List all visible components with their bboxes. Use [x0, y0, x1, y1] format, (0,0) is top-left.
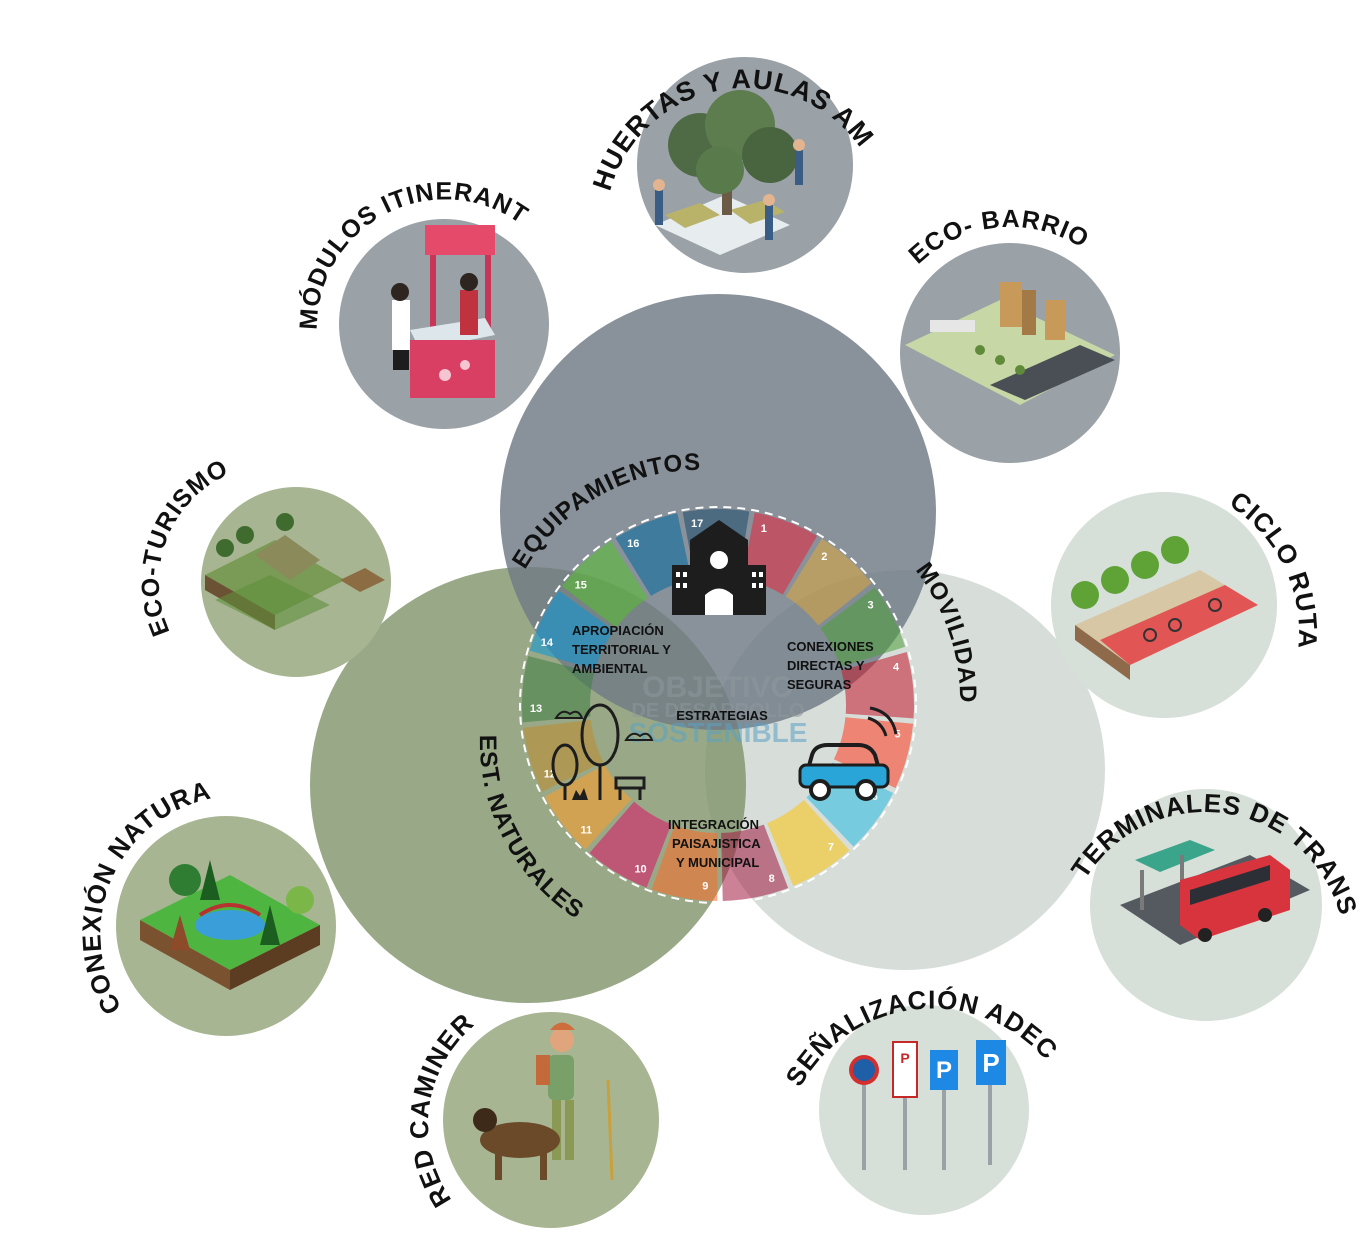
sdg-number-17: 17	[691, 518, 703, 530]
sdg-number-13: 13	[530, 703, 542, 715]
satellite-redcaminera	[443, 1012, 659, 1228]
satellite-modulos	[339, 219, 549, 429]
sdg-number-7: 7	[828, 842, 834, 854]
svg-text:P: P	[982, 1048, 999, 1078]
bike-path-icon	[1071, 536, 1258, 680]
sdg-segment-13	[521, 655, 595, 723]
quadrant-conexiones: CONEXIONES DIRECTAS Y SEGURAS	[787, 639, 877, 692]
satellite-conexion	[116, 816, 336, 1036]
eco-neighborhood-icon	[905, 282, 1115, 405]
sdg-segment-8	[721, 824, 789, 901]
building-icon	[672, 520, 766, 615]
park-icon	[551, 703, 654, 800]
sdg-number-15: 15	[575, 579, 587, 591]
kiosk-icon	[391, 225, 495, 398]
satellite-ciclorutas	[1051, 492, 1277, 718]
sdg-number-1: 1	[761, 523, 767, 535]
sdg-number-5: 5	[895, 728, 901, 740]
svg-text:P: P	[900, 1050, 909, 1066]
sdg-segment-10	[589, 801, 672, 888]
natural-park-icon	[140, 860, 320, 990]
sdg-number-8: 8	[769, 873, 775, 885]
sdg-number-9: 9	[702, 880, 708, 892]
parking-signs-icon: P P P	[849, 1040, 1006, 1170]
label-ecobarrios: ECO- BARRIOS	[0, 0, 1094, 269]
sdg-number-2: 2	[821, 551, 827, 563]
sdg-number-10: 10	[634, 864, 646, 876]
sdg-segment-7	[767, 799, 850, 886]
satellite-ecoturismo	[201, 487, 391, 677]
watermark-line-2: DE DESARROLLO	[631, 700, 804, 722]
sdg-number-11: 11	[580, 825, 592, 837]
hiker-with-dog-icon	[473, 1022, 614, 1181]
sdg-segment-9	[651, 825, 718, 901]
sdg-number-4: 4	[893, 661, 900, 673]
watermark-line-3: SOSTENIBLE	[629, 717, 808, 748]
quadrant-integracion: INTEGRACIÓN PAISAJISTICA Y MUNICIPAL	[668, 817, 764, 870]
sdg-segment-3	[820, 587, 906, 667]
tree-garden-icon	[653, 90, 805, 255]
car-icon	[798, 706, 898, 801]
watermark-line-1: OBJETIVO	[642, 671, 794, 704]
center-labels: APROPIACIÓN TERRITORIAL Y AMBIENTAL CONE…	[572, 623, 877, 870]
wheel-dashed-ring	[519, 506, 917, 904]
sdg-segment-2	[785, 538, 872, 626]
satellite-ecobarrios	[900, 243, 1120, 463]
sdg-number-6: 6	[872, 791, 878, 803]
quadrant-apropiacion: APROPIACIÓN TERRITORIAL Y AMBIENTAL	[572, 623, 674, 676]
satellite-huertas	[637, 57, 853, 273]
sdg-segment-15	[562, 540, 648, 628]
camping-icon	[205, 513, 385, 630]
sdg-number-16: 16	[627, 538, 639, 550]
bus-terminal-icon	[1120, 840, 1310, 945]
satellite-terminales	[1090, 789, 1322, 1021]
satellite-senalizacion: P P P	[819, 1005, 1029, 1215]
sdg-number-14: 14	[541, 637, 554, 649]
center-title: ESTRATEGIAS	[676, 708, 768, 723]
sdg-watermark: OBJETIVO DE DESARROLLO SOSTENIBLE	[629, 671, 808, 748]
sdg-segment-14	[529, 590, 615, 670]
svg-text:P: P	[936, 1057, 952, 1084]
sdg-number-3: 3	[867, 600, 873, 612]
sdg-segment-4	[841, 652, 915, 719]
